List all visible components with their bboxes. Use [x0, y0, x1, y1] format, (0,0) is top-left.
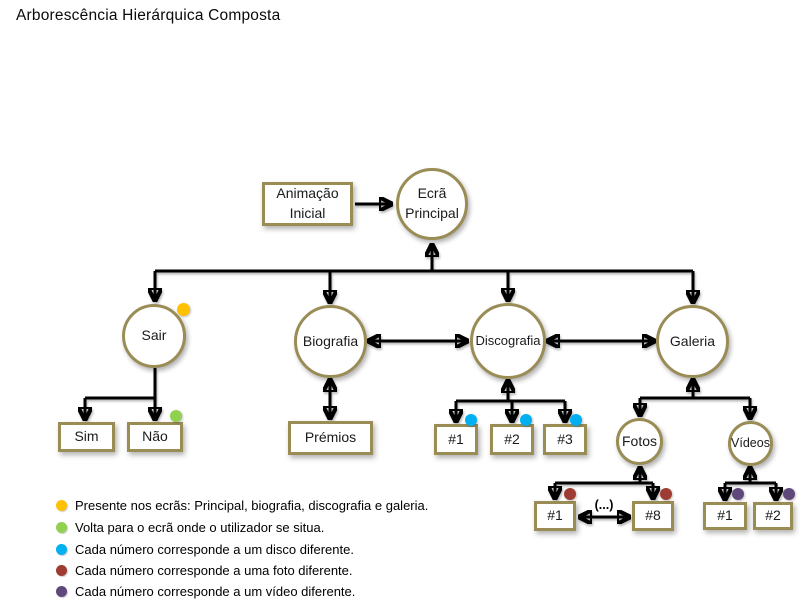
node-biografia: Biografia — [294, 305, 367, 378]
node-disco-2: #2 — [490, 424, 534, 455]
node-galeria: Galeria — [656, 305, 729, 378]
node-animacao-inicial: Animação Inicial — [262, 182, 353, 226]
node-sair: Sair — [122, 304, 186, 368]
node-label: #8 — [645, 507, 661, 524]
node-label: Biografia — [302, 332, 359, 349]
node-label: #2 — [504, 430, 520, 447]
legend-item-dark-red: Cada número corresponde a uma foto difer… — [56, 562, 353, 578]
node-foto-1: #1 — [534, 501, 576, 531]
node-videos: Vídeos — [728, 421, 773, 466]
legend-item-purple: Cada número corresponde a um vídeo difer… — [56, 583, 355, 599]
legend-text: Cada número corresponde a uma foto difer… — [75, 562, 353, 578]
node-ecra-principal: Ecrã Principal — [396, 168, 468, 240]
node-disco-1: #1 — [434, 424, 478, 455]
blue-dot-disco-1 — [465, 414, 477, 426]
dark-red-dot-foto-1 — [564, 488, 576, 500]
sair-subtree-connectors — [85, 368, 157, 418]
node-label: Vídeos — [731, 435, 770, 450]
node-label: Galeria — [669, 332, 716, 349]
legend-item-blue: Cada número corresponde a um disco difer… — [56, 541, 354, 557]
node-label: Sair — [141, 327, 167, 344]
node-label: #1 — [547, 507, 563, 524]
legend-text: Presente nos ecrãs: Principal, biografia… — [75, 497, 429, 513]
legend-item-yellow: Presente nos ecrãs: Principal, biografia… — [56, 497, 428, 513]
node-premios: Prémios — [288, 421, 373, 455]
blue-dot-disco-3 — [570, 414, 582, 426]
videos-subtree-connectors — [725, 469, 776, 498]
node-label: Animação Inicial — [276, 185, 339, 221]
node-nao: Não — [127, 422, 183, 452]
node-foto-8: #8 — [632, 501, 674, 531]
purple-dot-video-1 — [732, 488, 744, 500]
node-label: Fotos — [621, 432, 657, 449]
dark-red-legend-dot — [56, 564, 67, 576]
node-label: Prémios — [304, 429, 357, 446]
node-discografia: Discografia — [470, 303, 546, 379]
fotos-subtree-connectors — [555, 469, 653, 497]
blue-legend-dot — [56, 543, 67, 555]
node-sim: Sim — [58, 422, 115, 452]
node-label: #1 — [717, 507, 733, 524]
discografia-subtree-connectors — [456, 382, 565, 420]
green-legend-dot — [56, 521, 67, 533]
node-label: #2 — [765, 507, 781, 524]
legend-text: Volta para o ecrã onde o utilizador se s… — [75, 519, 325, 535]
node-label: Discografia — [475, 332, 541, 348]
legend-item-green: Volta para o ecrã onde o utilizador se s… — [56, 519, 324, 535]
node-video-1: #1 — [703, 502, 747, 530]
node-label: Ecrã Principal — [405, 185, 459, 221]
diagram-title: Arborescência Hierárquica Composta — [16, 7, 281, 24]
yellow-legend-dot — [56, 499, 67, 511]
dark-red-dot-foto-8 — [660, 488, 672, 500]
legend-text: Cada número corresponde a um disco difer… — [75, 541, 354, 557]
purple-dot-video-2 — [783, 488, 795, 500]
purple-legend-dot — [56, 585, 67, 597]
node-disco-3: #3 — [543, 424, 587, 455]
node-fotos: Fotos — [616, 418, 663, 465]
blue-dot-disco-2 — [520, 414, 532, 426]
green-dot-nao — [170, 410, 182, 422]
node-video-2: #2 — [753, 502, 793, 530]
node-label: #1 — [448, 430, 464, 447]
node-label: Sim — [74, 428, 99, 445]
top-bus-and-branches — [155, 246, 693, 301]
ellipsis-label: (...) — [594, 498, 614, 512]
node-label: #3 — [557, 430, 573, 447]
legend-text: Cada número corresponde a um vídeo difer… — [75, 583, 356, 599]
galeria-subtree-connectors — [640, 381, 750, 417]
yellow-dot-sair — [177, 303, 190, 316]
node-label: Não — [142, 428, 168, 445]
